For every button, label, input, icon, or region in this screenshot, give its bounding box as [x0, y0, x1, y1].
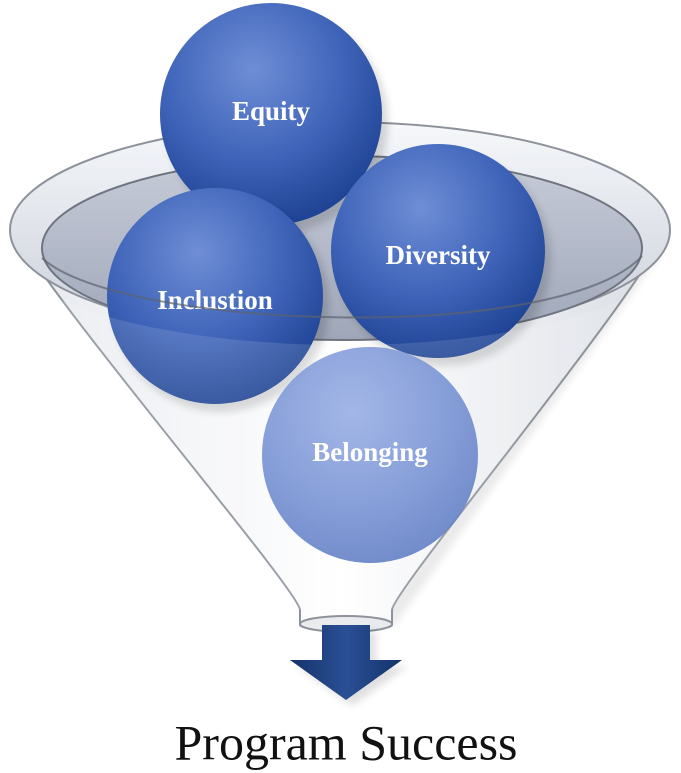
ball-inclustion: Inclustion [107, 188, 329, 412]
ball-belonging-label: Belonging [312, 437, 428, 467]
ball-diversity: Diversity [331, 144, 551, 366]
ball-belonging: Belonging [262, 347, 478, 563]
ball-equity-label: Equity [232, 96, 311, 126]
result-label: Program Success [175, 714, 518, 770]
ball-equity: Equity [160, 3, 388, 233]
funnel-front-rim [41, 255, 643, 319]
ball-diversity-label: Diversity [386, 240, 491, 270]
ball-inclustion-label: Inclustion [157, 285, 273, 315]
down-arrow-icon [290, 625, 408, 706]
